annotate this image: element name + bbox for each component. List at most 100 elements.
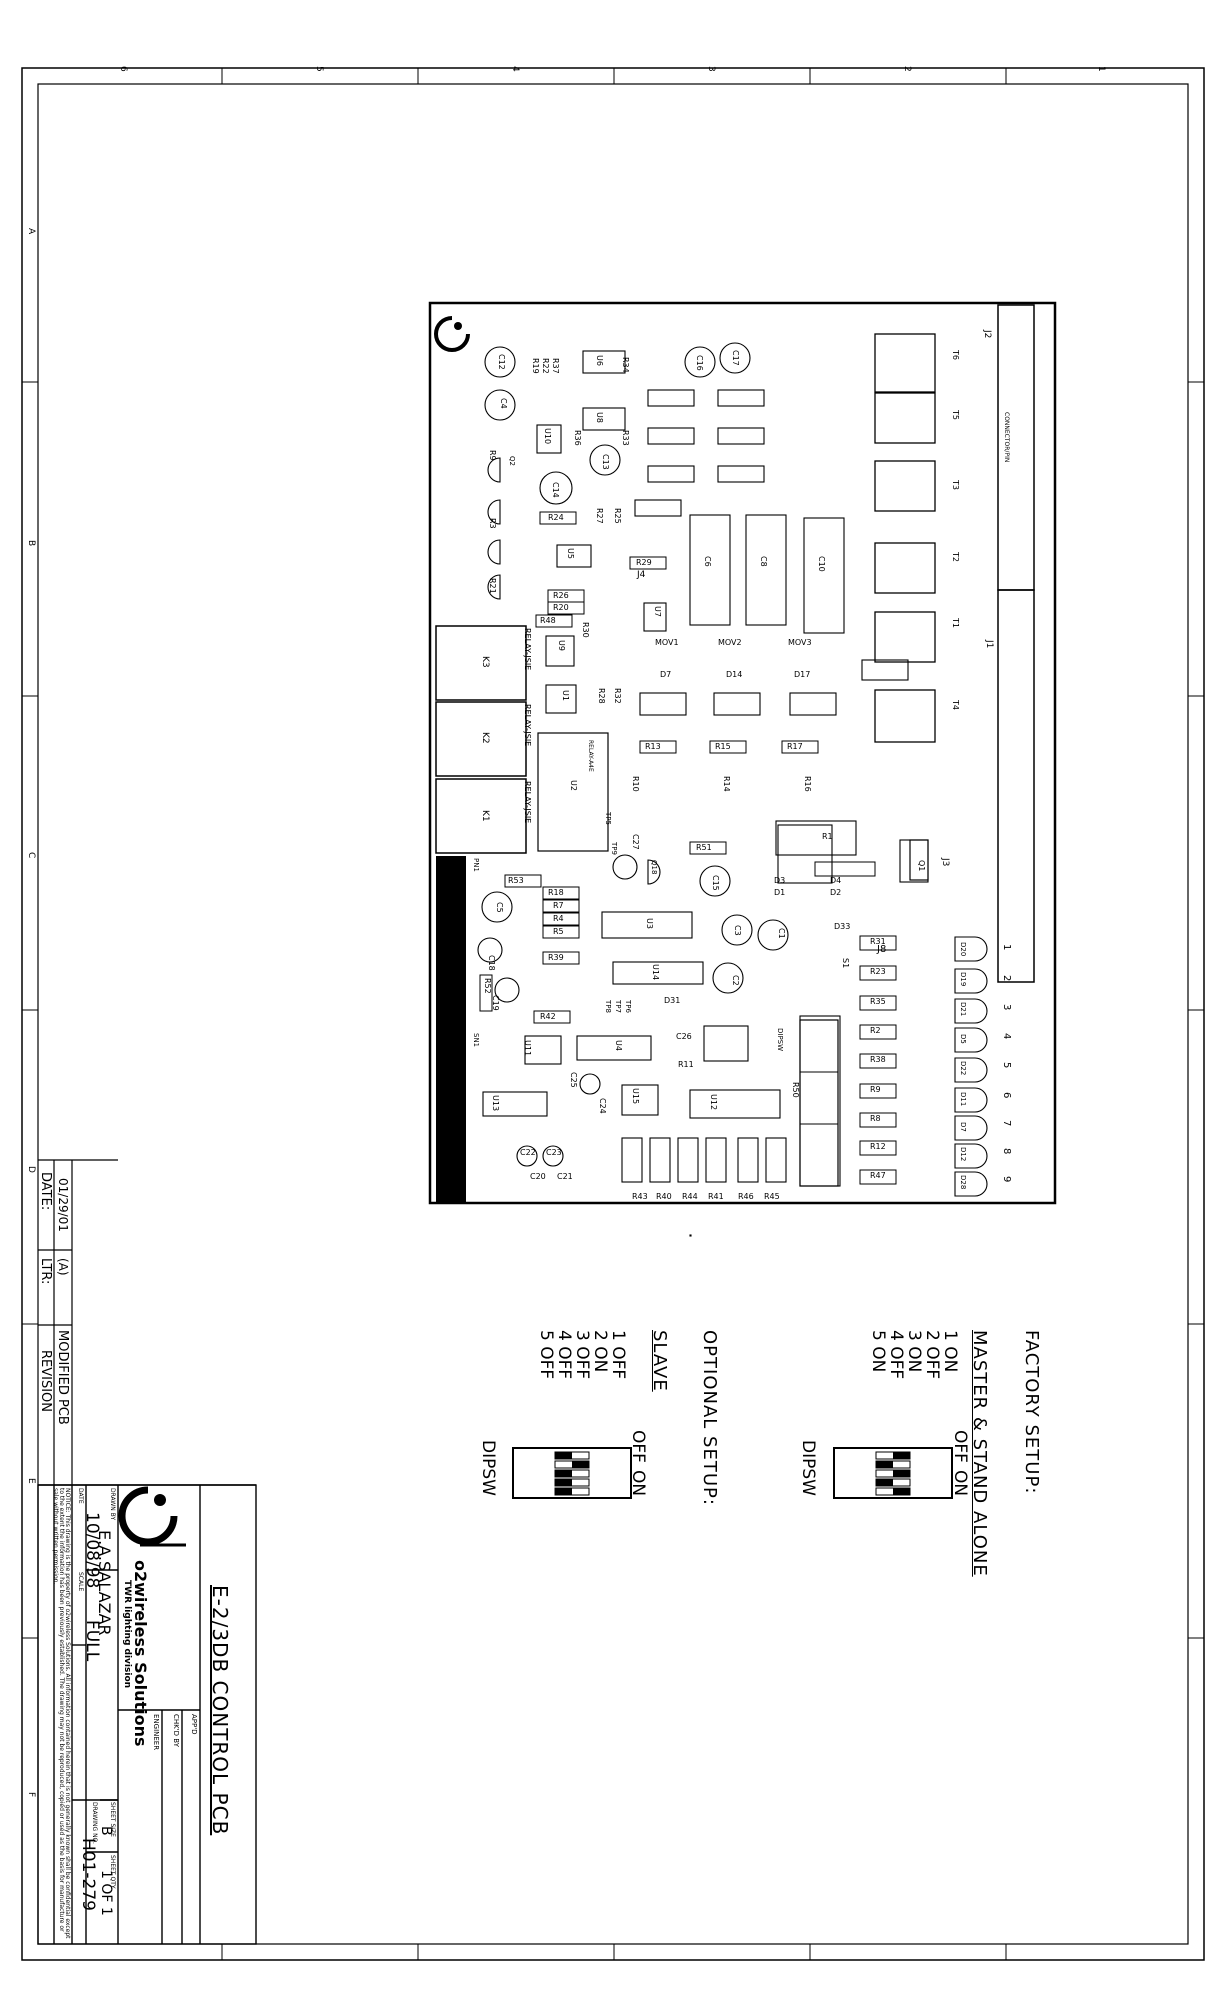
drawing-no: H01-279 <box>78 1838 98 1911</box>
ic-label: U5 <box>566 548 575 559</box>
resistor-label: R51 <box>696 843 712 852</box>
capacitor-label: C20 <box>530 1172 546 1181</box>
led-label: D28 <box>959 1175 967 1190</box>
resistor-label: R52 <box>483 978 492 994</box>
test-point-label: TP5 <box>604 812 612 825</box>
company-division: TWR lighting division <box>122 1580 132 1689</box>
ic-label: U7 <box>653 606 662 617</box>
mov-label: MOV2 <box>718 638 742 647</box>
resistor-label: R30 <box>581 622 590 638</box>
relay-name: RELAY-JSIE <box>523 628 532 671</box>
capacitor-label: C19 <box>491 995 500 1011</box>
resistor-label: R1 <box>822 832 833 841</box>
led-number: 5 <box>1001 1062 1012 1069</box>
factory-setting: 1 ON <box>940 1330 960 1373</box>
date-label: DATE <box>77 1488 84 1504</box>
zone-number: 4 <box>510 66 520 72</box>
dip-switch-toggle <box>555 1488 572 1495</box>
resistor-pack-label: R40 <box>656 1192 672 1201</box>
capacitor-label: C22 <box>520 1148 536 1157</box>
led-label: D7 <box>959 1122 967 1132</box>
revision-letter-header: LTR: <box>38 1258 53 1285</box>
zone-letter: F <box>26 1792 36 1798</box>
resistor-label: R10 <box>631 776 640 792</box>
ic-label: U10 <box>543 428 552 445</box>
capacitor-label: C6 <box>703 556 712 567</box>
capacitor-label: C13 <box>601 454 610 470</box>
resistor-label: R19 <box>531 358 540 374</box>
resistor-pack-label: R43 <box>632 1192 648 1201</box>
resistor-label: R9 <box>488 450 497 461</box>
pcb-label: J3 <box>940 858 950 867</box>
ic-label: U14 <box>651 964 660 981</box>
resistor-label: R22 <box>541 358 550 374</box>
relay-label: K2 <box>480 732 490 744</box>
test-point-label: TP8 <box>604 1000 612 1013</box>
ic-label: U6 <box>595 355 604 366</box>
ic-label: U8 <box>595 412 604 423</box>
resistor-label: R16 <box>803 776 812 792</box>
resistor-label: R27 <box>595 508 604 524</box>
optional-switch-on-label: ON <box>628 1470 648 1497</box>
capacitor-label: C3 <box>733 925 742 936</box>
relay-label: K3 <box>480 656 490 668</box>
zone-number: 6 <box>118 66 128 72</box>
title-date: 10/08/98 <box>82 1512 102 1589</box>
pcb-label: Q1 <box>917 860 926 872</box>
led-number: 3 <box>1001 1004 1012 1011</box>
ic-label: U3 <box>645 918 654 929</box>
led-number: 4 <box>1001 1033 1012 1040</box>
diode-label: D33 <box>834 922 851 931</box>
capacitor-label: C4 <box>499 398 508 409</box>
pcb-label: J4 <box>637 570 646 580</box>
company-logo-icon <box>118 1486 186 1547</box>
optional-setting: 1 OFF <box>608 1330 628 1380</box>
relay-name: RELAY-A4E <box>587 740 594 772</box>
capacitor-label: C25 <box>569 1072 578 1088</box>
resistor-label: R3 <box>488 518 497 529</box>
resistor-label: R42 <box>540 1012 556 1021</box>
sheet-size: B <box>98 1826 114 1836</box>
resistor-label: R18 <box>548 888 564 897</box>
resistor-pack-label: R46 <box>738 1192 754 1201</box>
dip-switch-toggle <box>555 1470 572 1477</box>
resistor-label: R37 <box>551 358 560 374</box>
zone-letter: E <box>26 1478 36 1484</box>
factory-setting: 4 OFF <box>886 1330 906 1380</box>
board-logo-icon <box>434 316 470 352</box>
ic-label: U13 <box>491 1095 500 1112</box>
ic-label: U1 <box>561 690 570 701</box>
optional-switch-off-label: OFF <box>628 1430 648 1463</box>
diode-label: D17 <box>794 670 811 679</box>
dip-switch-toggle <box>555 1479 572 1486</box>
revision-header: REVISION <box>38 1350 53 1413</box>
factory-setting: 3 ON <box>904 1330 924 1373</box>
ic-label: U4 <box>614 1040 623 1051</box>
zone-number: 2 <box>902 66 912 72</box>
revision-date: 01/29/01 <box>56 1178 70 1232</box>
zone-letter: B <box>26 540 36 547</box>
pcb-label: J1 <box>984 640 994 649</box>
pcb-label: CONNECTOR/PIN <box>1003 412 1010 463</box>
capacitor-label: C21 <box>557 1172 573 1181</box>
optional-setting: 2 ON <box>590 1330 610 1373</box>
led-label: D21 <box>959 1002 967 1017</box>
capacitor-label: C26 <box>676 1032 692 1041</box>
optional-setup-subtitle: SLAVE <box>649 1330 670 1392</box>
test-point-label: TP7 <box>614 1000 622 1013</box>
scale-value: FULL <box>82 1620 102 1662</box>
zone-letter: C <box>26 852 36 859</box>
resistor-label: R11 <box>678 1060 694 1069</box>
resistor-label: R48 <box>540 616 556 625</box>
resistor-label: R14 <box>722 776 731 792</box>
led-label: D11 <box>959 1092 967 1107</box>
capacitor-label: C18 <box>487 955 496 971</box>
ic-label: U2 <box>569 780 578 791</box>
capacitor-label: C2 <box>731 975 740 986</box>
relay-label: K1 <box>480 810 490 822</box>
resistor-label: R47 <box>870 1171 886 1180</box>
diode-label: D4 <box>830 876 842 885</box>
relay-name: RELAY-JSIE <box>523 704 532 747</box>
scale-label: SCALE <box>77 1572 84 1592</box>
resistor-label: R4 <box>553 914 564 923</box>
